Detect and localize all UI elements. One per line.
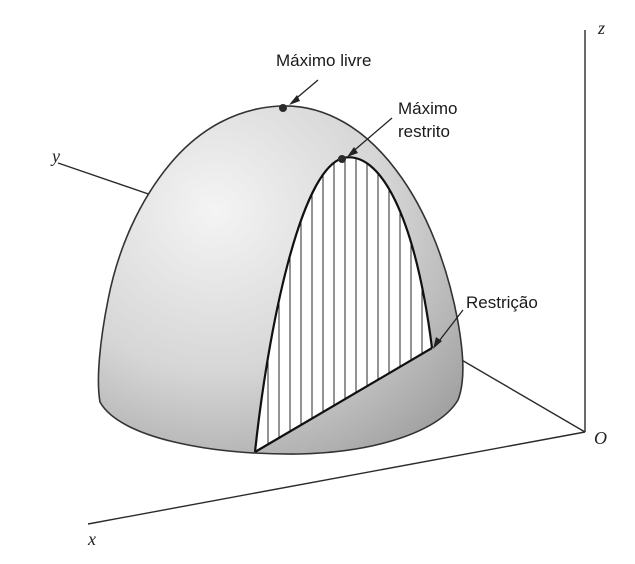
axis-label-x: x [87, 529, 96, 549]
origin-label: O [594, 428, 607, 448]
free-max-pointer [289, 79, 319, 105]
constrained-max-pointer [347, 117, 393, 157]
axis-label-z: z [597, 18, 605, 38]
y-axis-front [57, 162, 161, 199]
y-axis-behind [447, 351, 586, 433]
x-axis [87, 431, 586, 525]
constraint-label: Restrição [466, 293, 538, 312]
axis-label-y: y [50, 146, 60, 166]
constrained-maximum-point [338, 155, 346, 163]
free-max-label: Máximo livre [276, 51, 371, 70]
constraint-pointer [433, 309, 464, 349]
constrained-max-label-line2: restrito [398, 122, 450, 141]
constraint-section [255, 157, 432, 452]
constrained-max-label-line1: Máximo [398, 99, 458, 118]
constraint-line [254, 347, 433, 453]
free-maximum-point [279, 104, 287, 112]
